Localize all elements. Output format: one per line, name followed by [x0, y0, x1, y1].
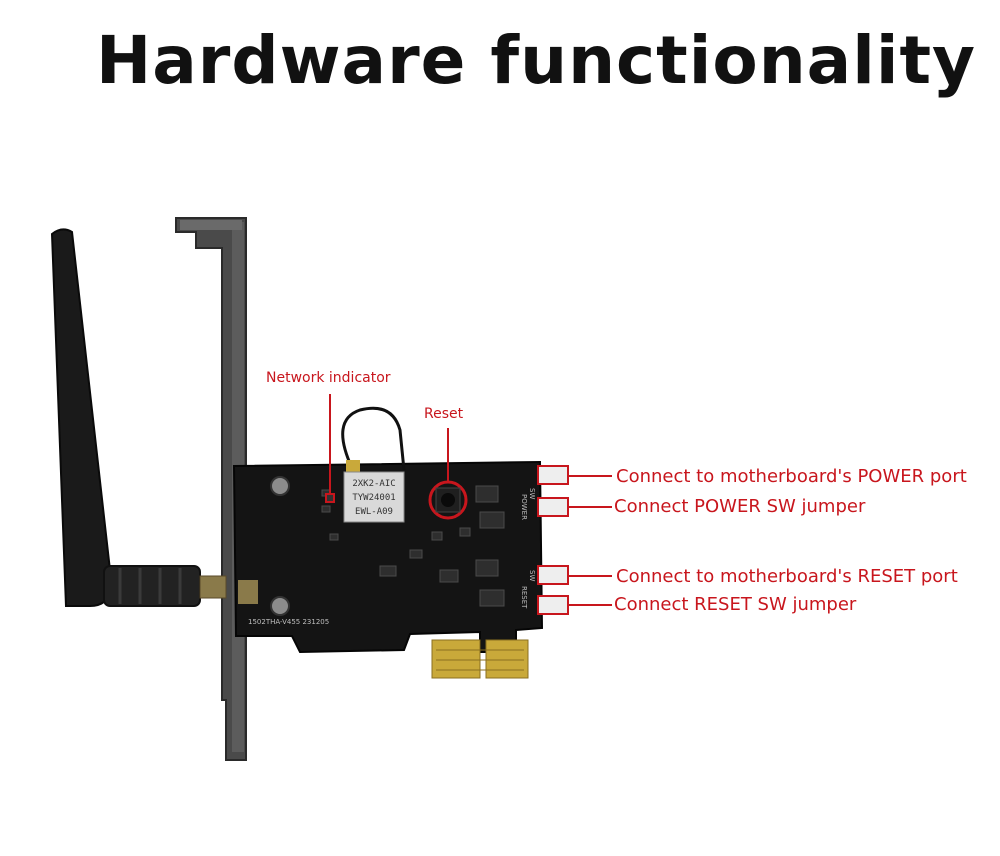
network-indicator-label: Network indicator: [266, 370, 391, 386]
antenna: [50, 228, 227, 607]
callout-lines: [329, 394, 612, 606]
pcb-serial-text: 1502THA-V455 231205: [248, 618, 329, 626]
svg-text:RESET: RESET: [520, 586, 528, 609]
svg-text:SW: SW: [528, 570, 536, 581]
module-line2: TYW24001: [352, 493, 395, 503]
gold-contacts: [431, 639, 529, 679]
svg-text:POWER: POWER: [520, 494, 528, 520]
silkscreen-text: 1502THA-V455 231205 SW POWER SW RESET: [248, 488, 536, 626]
svg-text:SW: SW: [528, 488, 536, 499]
module-line1: 2XK2-AIC: [352, 479, 395, 489]
power-port-label: Connect to motherboard's POWER port: [616, 466, 967, 487]
wifi-module: 2XK2-AIC TYW24001 EWL-A09: [341, 406, 406, 523]
module-line3: EWL-A09: [355, 507, 393, 517]
reset-port-label: Connect to motherboard's RESET port: [616, 566, 958, 587]
smd-components: [321, 485, 505, 607]
power-sw-label: Connect POWER SW jumper: [614, 496, 866, 517]
reset-sw-label: Connect RESET SW jumper: [614, 594, 857, 615]
page-title: Hardware functionality: [96, 22, 977, 99]
reset-label: Reset: [424, 406, 464, 422]
network-indicator-led: [325, 493, 335, 503]
